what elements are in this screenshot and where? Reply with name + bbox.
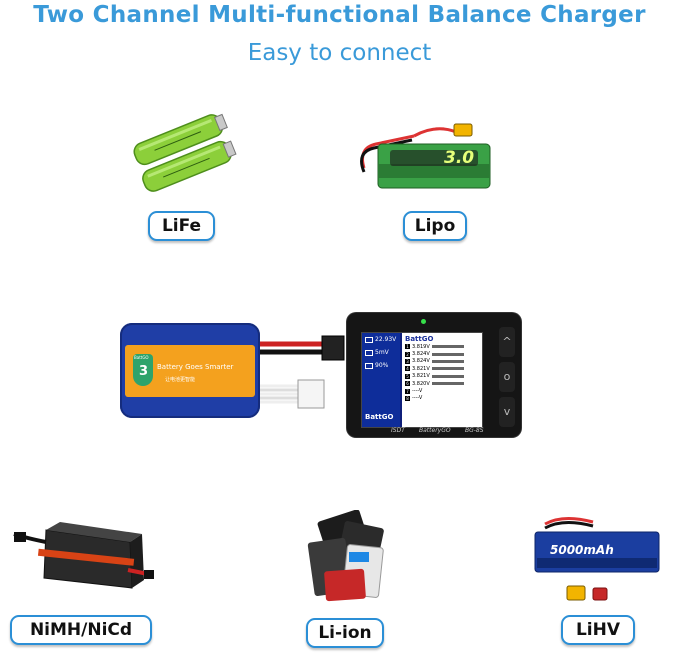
cell-number: 7 [405,388,410,394]
cell-bar [432,396,464,400]
cell-voltage: 3.820V [412,380,430,387]
cell-bar [432,352,464,356]
cell-number: 5 [405,373,410,379]
cell-number: 4 [405,366,410,372]
model-label: BG-8S [465,427,484,434]
up-button[interactable]: ^ [499,327,515,357]
cell-number: 2 [405,351,410,357]
product-label: BatteryGO [419,427,451,434]
capacity-percent: 90% [375,362,389,369]
nimh-battery-image [13,522,154,589]
cell-bar [432,367,464,371]
cell-bar [432,382,464,386]
battery-label: BattGO 3 Battery Goes Smarter 让电池更智能 [125,345,255,397]
cell-bar [432,389,464,393]
cell-voltage: ----V [412,395,423,402]
battery-chinese-tagline: 让电池更智能 [165,377,196,383]
total-voltage: 22.93V [375,336,397,343]
cell-voltage: 3.824V [412,358,430,365]
cell-bar [432,359,464,363]
screen-brand: BattGO [365,413,394,421]
cell-number: 6 [405,381,410,387]
lipo-battery-image [360,123,491,189]
nimh-badge: NiMH/NiCd [10,615,152,645]
life-battery-image [133,113,237,192]
battery-icon [365,336,373,343]
cell-number: 1 [405,344,410,350]
page-subtitle: Easy to connect [247,40,432,66]
cell-bar [432,374,464,378]
cell-number: 8 [405,395,410,401]
page-title: Two Channel Multi-functional Balance Cha… [33,2,646,28]
status-led [421,319,426,324]
voltage-row: 22.93V [362,333,400,346]
battgo-battery-pack: BattGO 3 Battery Goes Smarter 让电池更智能 [120,323,260,418]
life-badge: LiFe [148,211,215,241]
lipo-badge: Lipo [403,211,467,241]
cell-voltage: ----V [412,388,423,395]
lihv-pack-label: 5000mAh [550,543,614,557]
shield-number: 3 [139,364,149,379]
delta-row: 5mV [362,346,400,359]
cell-bar [432,345,464,349]
cell-number: 3 [405,358,410,364]
cell-row: 7----V [402,387,482,394]
liion-battery-image [307,510,384,602]
down-button[interactable]: v [499,397,515,427]
lihv-badge: LiHV [561,615,635,645]
charger-buttons: ^ o v [499,327,515,432]
lihv-battery-image [534,517,660,601]
cell-voltage: 3.819V [412,343,430,350]
cell-panel-title: BattGO [405,335,434,343]
isdt-brand-label: ISDT [391,427,405,434]
cell-voltage: 3.821V [412,373,430,380]
liion-badge: Li-ion [306,618,384,648]
screen-status-panel: 22.93V 5mV 90% BattGO [362,333,400,427]
cell-row: 8----V [402,395,482,402]
cell-voltage: 3.824V [412,351,430,358]
wave-icon [365,349,373,356]
battery-tagline: Battery Goes Smarter [157,363,234,371]
cell-delta: 5mV [375,349,389,356]
lipo-pack-label: 3.0 [444,148,475,168]
shield-brand: BattGO [134,355,149,360]
ok-button[interactable]: o [499,362,515,392]
shield-icon: BattGO 3 [133,354,153,386]
balance-wires-image [250,335,345,409]
cell-voltage: 3.821V [412,365,430,372]
capacity-row: 90% [362,359,400,372]
gauge-icon [365,362,373,369]
